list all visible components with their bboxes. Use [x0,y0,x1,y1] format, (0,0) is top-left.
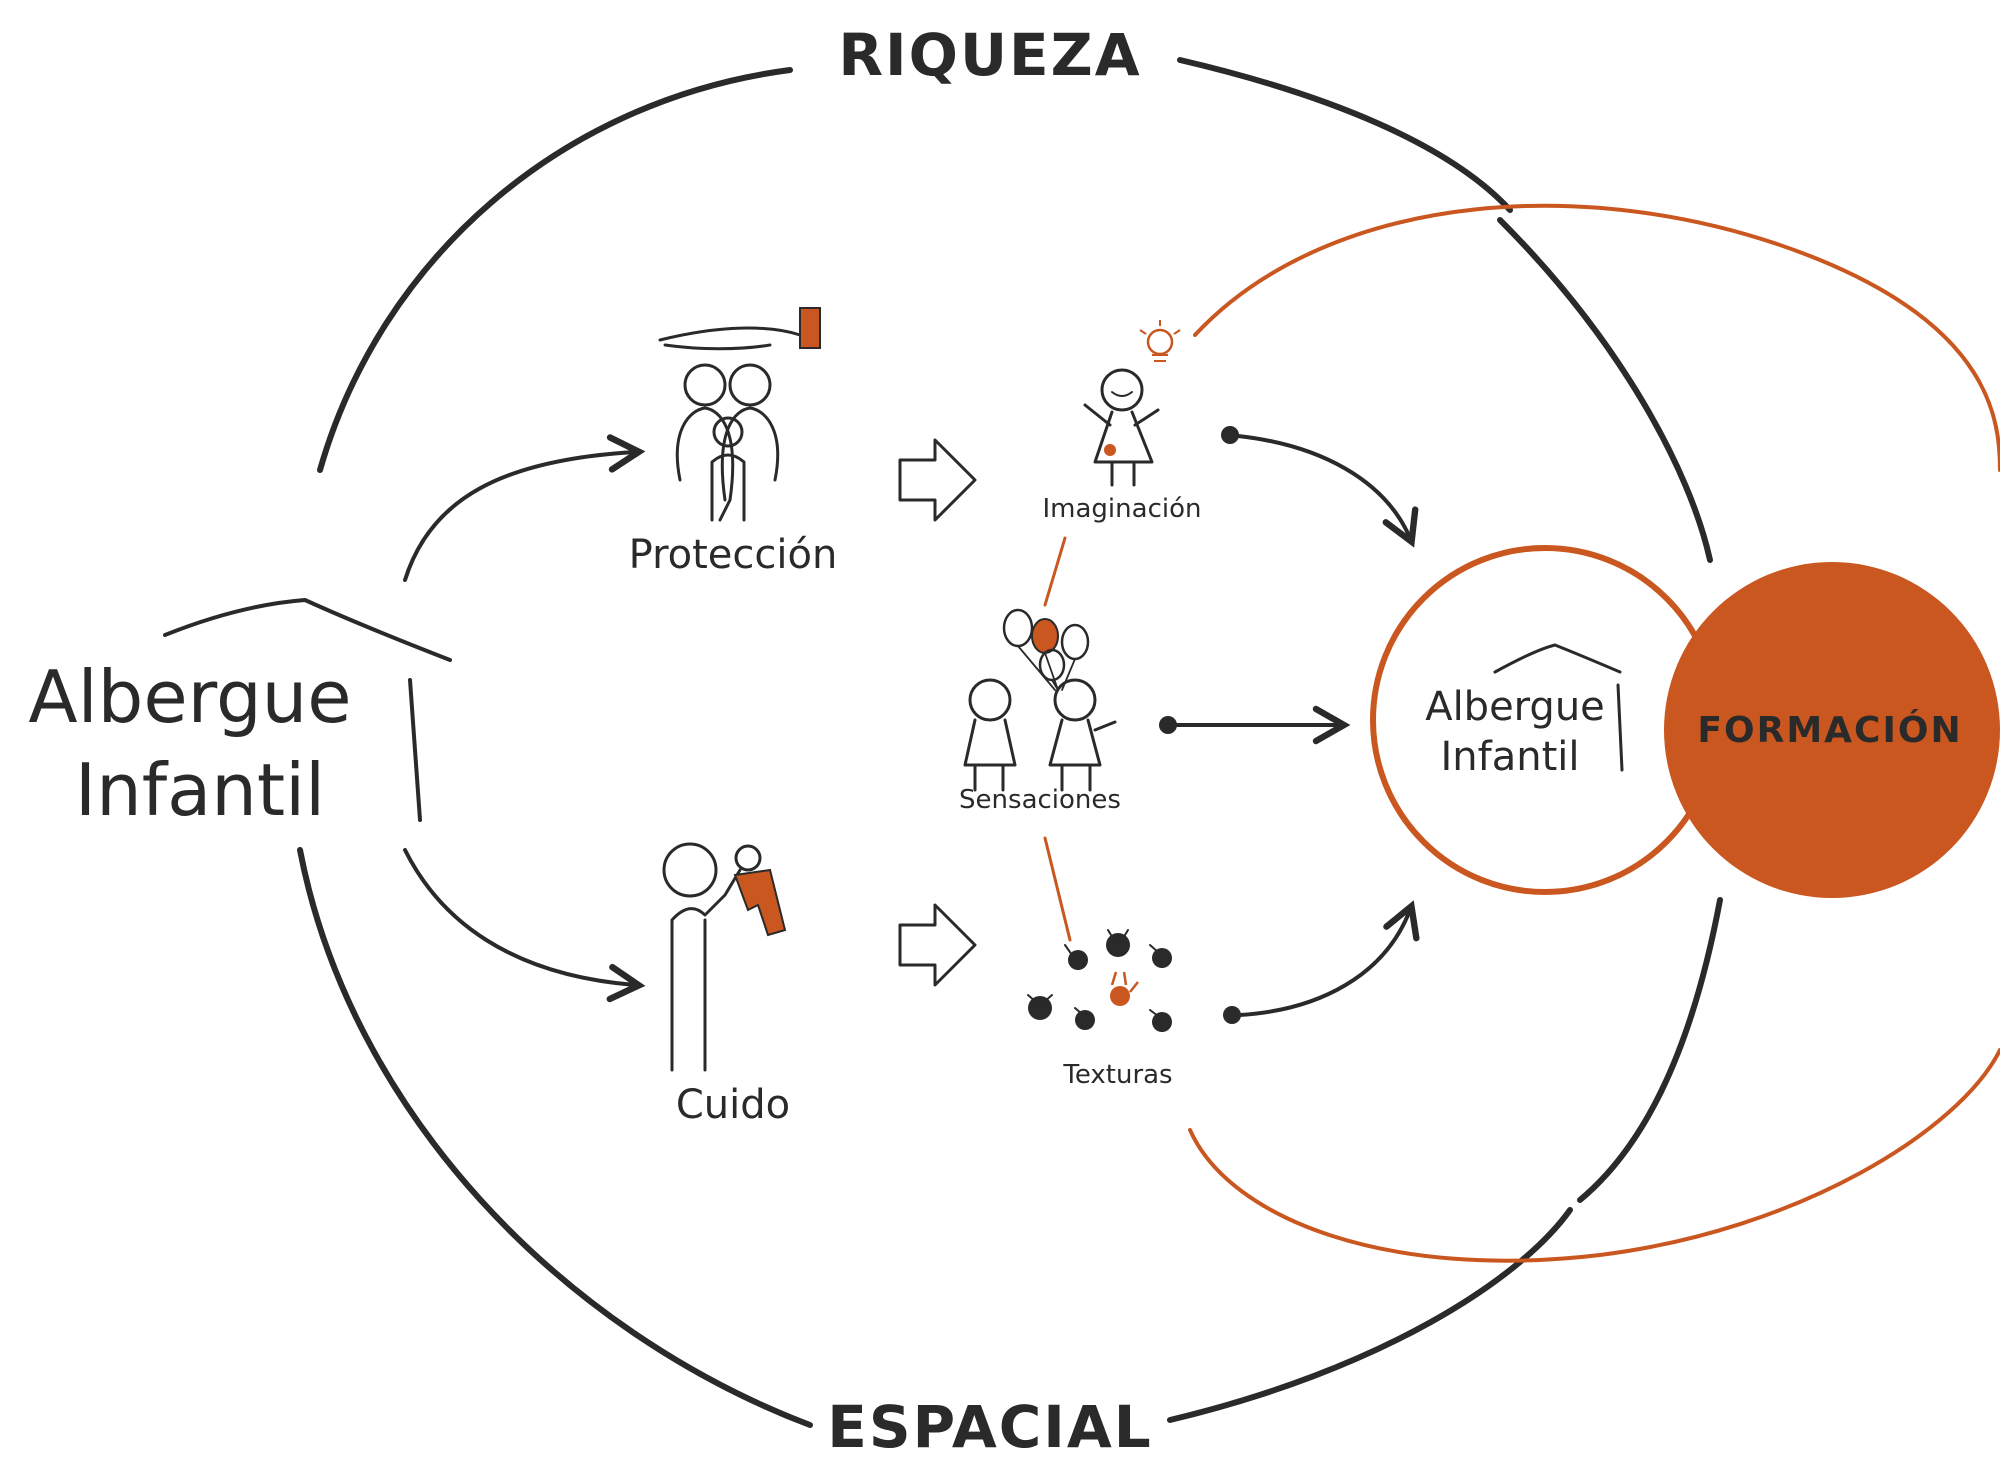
sensaciones-icon [963,608,1117,792]
connector-imaginacion-sensaciones [1043,536,1067,607]
block-arrow-top [898,438,977,522]
cuido-label: Cuido [676,1082,790,1128]
texturas-icon [1027,929,1172,1032]
sensaciones-label: Sensaciones [959,785,1121,815]
imaginacion-icon [1083,320,1181,487]
left-title-line2: Infantil [75,748,325,832]
cuido-icon [662,842,787,1072]
imaginacion-label: Imaginación [1043,494,1202,524]
left-title-line1: Albergue [28,655,351,739]
connector-sensaciones-texturas [1043,836,1072,942]
dot-arrow-bottom [1223,900,1420,1024]
left-title-group: Albergue Infantil [28,598,452,832]
arrow-left-bottom [403,848,646,1003]
orange-outer-circle [1188,203,2000,1263]
dot-arrow-middle [1159,705,1351,745]
texturas-label: Texturas [1062,1060,1172,1090]
formacion-circle: FORMACIÓN [1664,562,2000,898]
center-title-line1: Albergue [1425,684,1605,730]
arrow-left-top [403,434,646,582]
block-arrow-bottom [898,903,977,987]
dot-arrow-top [1221,426,1419,548]
bottom-title: ESPACIAL [827,1393,1152,1460]
center-title-line2: Infantil [1440,734,1579,780]
center-roof-icon [1493,643,1622,674]
outer-circle [297,57,1723,1428]
center-circle: Albergue Infantil [1370,545,1720,895]
proteccion-icon [658,307,821,522]
left-roof-icon [163,598,452,662]
top-title: RIQUEZA [838,21,1141,89]
formacion-label: FORMACIÓN [1697,709,1962,751]
proteccion-label: Protección [629,532,838,578]
